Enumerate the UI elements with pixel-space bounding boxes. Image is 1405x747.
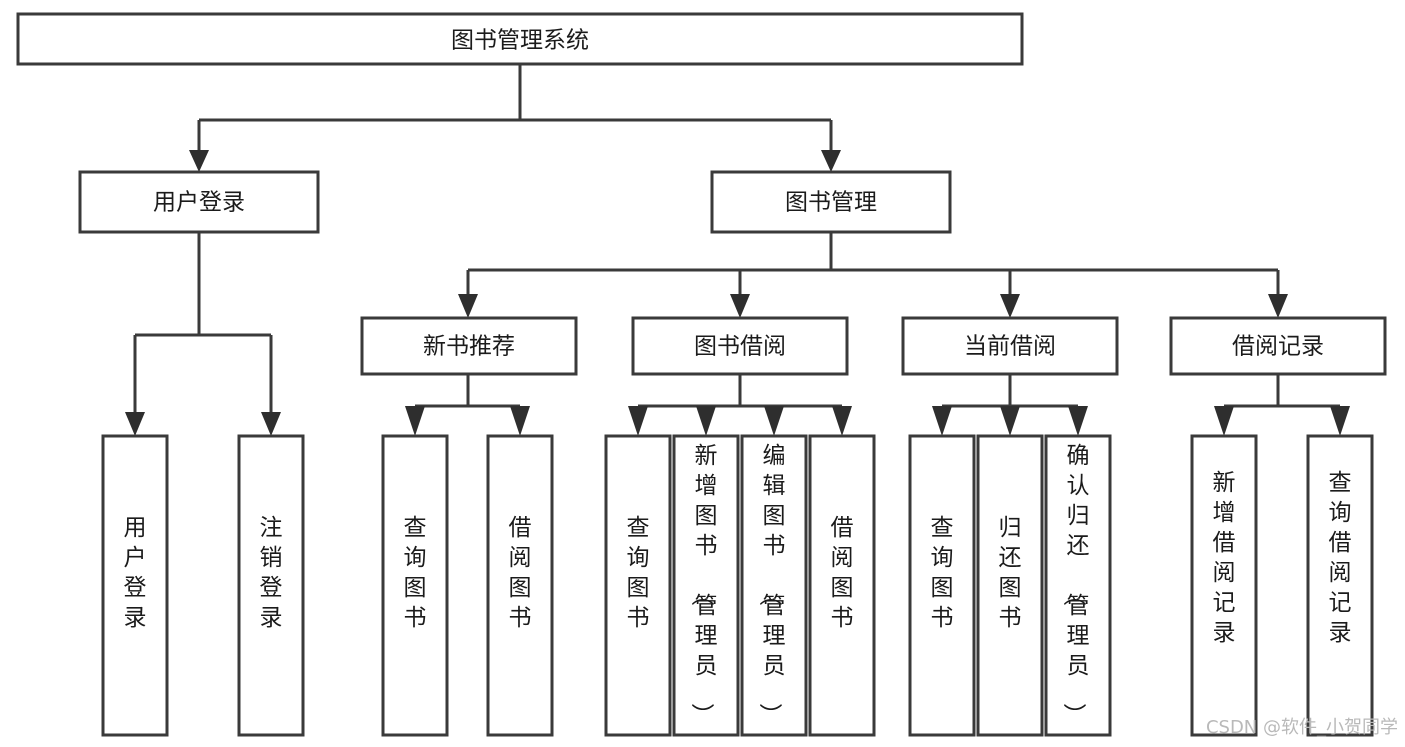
leaf-borrow-record-0-label: 新增借阅记录: [1213, 470, 1236, 646]
leaf-book-borrow-2-label: 编辑图书（管理员）: [757, 443, 786, 726]
leaf-current-borrow-1-label: 归还图书: [999, 515, 1022, 631]
leaf-book-borrow-0-box[interactable]: [604, 434, 672, 737]
node-book-borrow[interactable]: 图书借阅: [631, 316, 849, 376]
leaf-user-login-1[interactable]: 注销登录: [237, 434, 305, 737]
arrow-to-borrow-record-icon: [1268, 294, 1288, 318]
arrow-borrow-record-leaf-1-icon: [1330, 406, 1350, 436]
leaf-book-borrow-1-label: 新增图书（管理员）: [689, 443, 718, 726]
leaf-user-login-0[interactable]: 用户登录: [101, 434, 169, 737]
arrow-user-login-leaf-1-icon: [261, 412, 281, 436]
node-current-borrow-box[interactable]: [901, 316, 1119, 376]
leaf-user-login-0-label: 用户登录: [124, 515, 147, 631]
node-root[interactable]: 图书管理系统: [16, 12, 1024, 66]
leaf-borrow-record-1-label: 查询借阅记录: [1329, 470, 1352, 646]
node-book-manage[interactable]: 图书管理: [710, 170, 952, 234]
leaf-book-borrow-3-box[interactable]: [808, 434, 876, 737]
node-user-login-label: 用户登录: [153, 190, 245, 216]
node-book-borrow-box[interactable]: [631, 316, 849, 376]
leaf-new-book-0-box[interactable]: [381, 434, 449, 737]
arrow-borrow-record-leaf-0-icon: [1214, 406, 1234, 436]
node-book-manage-box[interactable]: [710, 170, 952, 234]
arrow-root-to-book-manage-icon: [821, 150, 841, 172]
node-book-borrow-label: 图书借阅: [694, 334, 786, 360]
leaf-current-borrow-2-label: 确认归还（管理员）: [1061, 443, 1090, 726]
leaf-new-book-1[interactable]: 借阅图书: [486, 434, 554, 737]
leaf-current-borrow-0-box[interactable]: [908, 434, 976, 737]
leaf-book-borrow-2-box[interactable]: [740, 434, 808, 737]
leaf-current-borrow-1[interactable]: 归还图书: [976, 434, 1044, 737]
node-root-label: 图书管理系统: [451, 28, 589, 54]
leaf-book-borrow-2[interactable]: 编辑图书（管理员）: [740, 434, 808, 737]
node-current-borrow[interactable]: 当前借阅: [901, 316, 1119, 376]
leaf-user-login-0-box[interactable]: [101, 434, 169, 737]
leaf-new-book-1-label: 借阅图书: [509, 515, 532, 631]
leaf-user-login-1-label: 注销登录: [260, 515, 283, 631]
node-current-borrow-label: 当前借阅: [964, 334, 1056, 360]
leaf-current-borrow-2-box[interactable]: [1044, 434, 1112, 737]
leaf-new-book-0-label: 查询图书: [404, 515, 427, 631]
leaf-book-borrow-1-box[interactable]: [672, 434, 740, 737]
arrow-current-borrow-leaf-0-icon: [932, 406, 952, 436]
arrow-root-to-user-login-icon: [189, 150, 209, 172]
leaf-user-login-1-box[interactable]: [237, 434, 305, 737]
arrow-to-new-book-icon: [458, 294, 478, 318]
node-user-login[interactable]: 用户登录: [78, 170, 320, 234]
node-book-manage-label: 图书管理: [785, 190, 877, 216]
leaf-book-borrow-0[interactable]: 查询图书: [604, 434, 672, 737]
leaf-new-book-0[interactable]: 查询图书: [381, 434, 449, 737]
connector-layer: [125, 64, 1350, 436]
leaf-book-borrow-1[interactable]: 新增图书（管理员）: [672, 434, 740, 737]
arrow-to-book-borrow-icon: [730, 294, 750, 318]
leaf-current-borrow-0-label: 查询图书: [931, 515, 954, 631]
node-borrow-record[interactable]: 借阅记录: [1169, 316, 1387, 376]
arrow-book-borrow-leaf-2-icon: [764, 406, 784, 436]
node-user-login-box[interactable]: [78, 170, 320, 234]
leaf-current-borrow-0[interactable]: 查询图书: [908, 434, 976, 737]
node-borrow-record-box[interactable]: [1169, 316, 1387, 376]
leaf-borrow-record-1[interactable]: 查询借阅记录: [1306, 434, 1374, 737]
arrow-book-borrow-leaf-1-icon: [696, 406, 716, 436]
leaf-book-borrow-0-label: 查询图书: [627, 515, 650, 631]
arrow-new-book-leaf-0-icon: [405, 406, 425, 436]
leaf-borrow-record-0[interactable]: 新增借阅记录: [1190, 434, 1258, 737]
node-root-box[interactable]: [16, 12, 1024, 66]
arrow-to-current-borrow-icon: [1000, 294, 1020, 318]
node-new-book-recommend-box[interactable]: [360, 316, 578, 376]
arrow-current-borrow-leaf-1-icon: [1000, 406, 1020, 436]
leaf-book-borrow-3-label: 借阅图书: [831, 515, 854, 631]
arrow-user-login-leaf-0-icon: [125, 412, 145, 436]
leaf-book-borrow-3[interactable]: 借阅图书: [808, 434, 876, 737]
node-new-book-recommend[interactable]: 新书推荐: [360, 316, 578, 376]
node-new-book-recommend-label: 新书推荐: [423, 334, 515, 360]
arrow-book-borrow-leaf-0-icon: [628, 406, 648, 436]
leaf-new-book-1-box[interactable]: [486, 434, 554, 737]
leaf-borrow-record-1-box[interactable]: [1306, 434, 1374, 737]
leaf-current-borrow-1-box[interactable]: [976, 434, 1044, 737]
arrow-new-book-leaf-1-icon: [510, 406, 530, 436]
node-borrow-record-label: 借阅记录: [1232, 334, 1324, 360]
arrow-current-borrow-leaf-2-icon: [1068, 406, 1088, 436]
arrow-book-borrow-leaf-3-icon: [832, 406, 852, 436]
leaf-current-borrow-2[interactable]: 确认归还（管理员）: [1044, 434, 1112, 737]
leaf-borrow-record-0-box[interactable]: [1190, 434, 1258, 737]
watermark: CSDN @软件_小贺同学: [1206, 717, 1398, 738]
